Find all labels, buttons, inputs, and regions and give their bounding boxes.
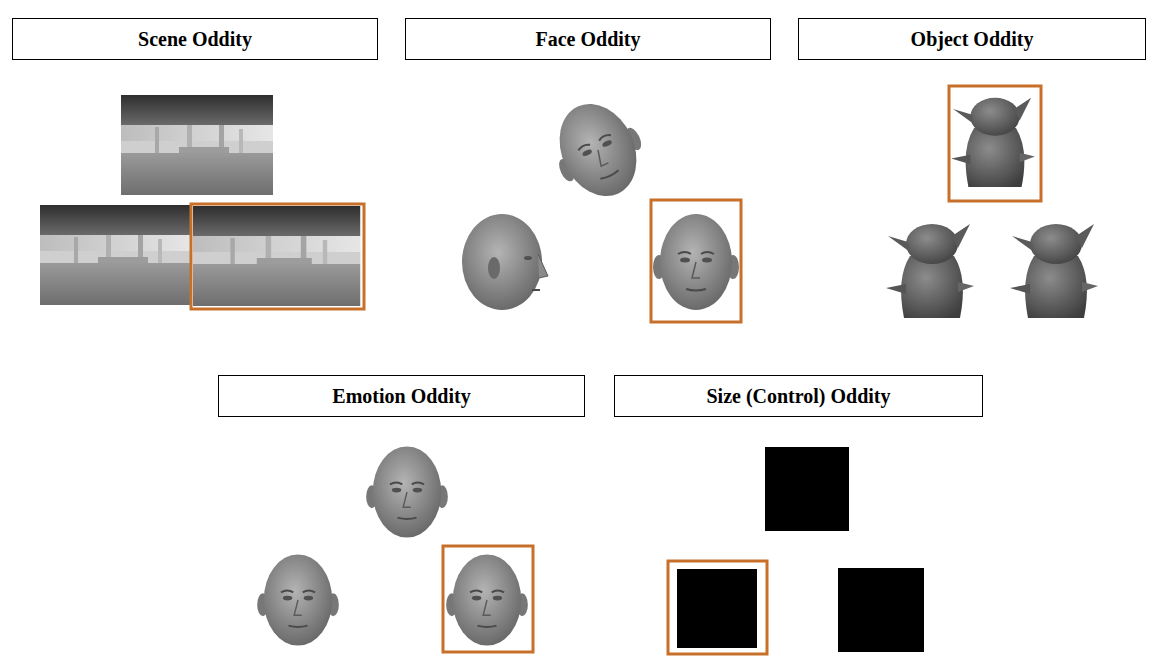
panel-title: Face Oddity — [536, 27, 641, 51]
panel-title-box: Object Oddity — [798, 18, 1146, 60]
size-stimuli — [668, 447, 924, 654]
panel-title-box: Size (Control) Oddity — [614, 375, 983, 417]
panel-title-box: Face Oddity — [405, 18, 771, 60]
odd-item-frame — [443, 546, 533, 652]
panel-title-box: Scene Oddity — [12, 18, 378, 60]
odd-item-frame — [668, 561, 767, 654]
panel-title: Emotion Oddity — [332, 384, 470, 408]
odd-item-frame — [191, 204, 364, 309]
object-stimuli — [886, 86, 1098, 318]
odd-item-frame — [651, 200, 741, 322]
odd-item-frame — [949, 86, 1041, 201]
panel-title-box: Emotion Oddity — [218, 375, 585, 417]
panel-title: Scene Oddity — [138, 27, 252, 51]
panel-title: Size (Control) Oddity — [706, 384, 890, 408]
panel-title: Object Oddity — [911, 27, 1034, 51]
face-stimuli — [462, 88, 741, 322]
scene-stimuli — [40, 95, 364, 309]
emotion-stimuli — [257, 446, 533, 652]
